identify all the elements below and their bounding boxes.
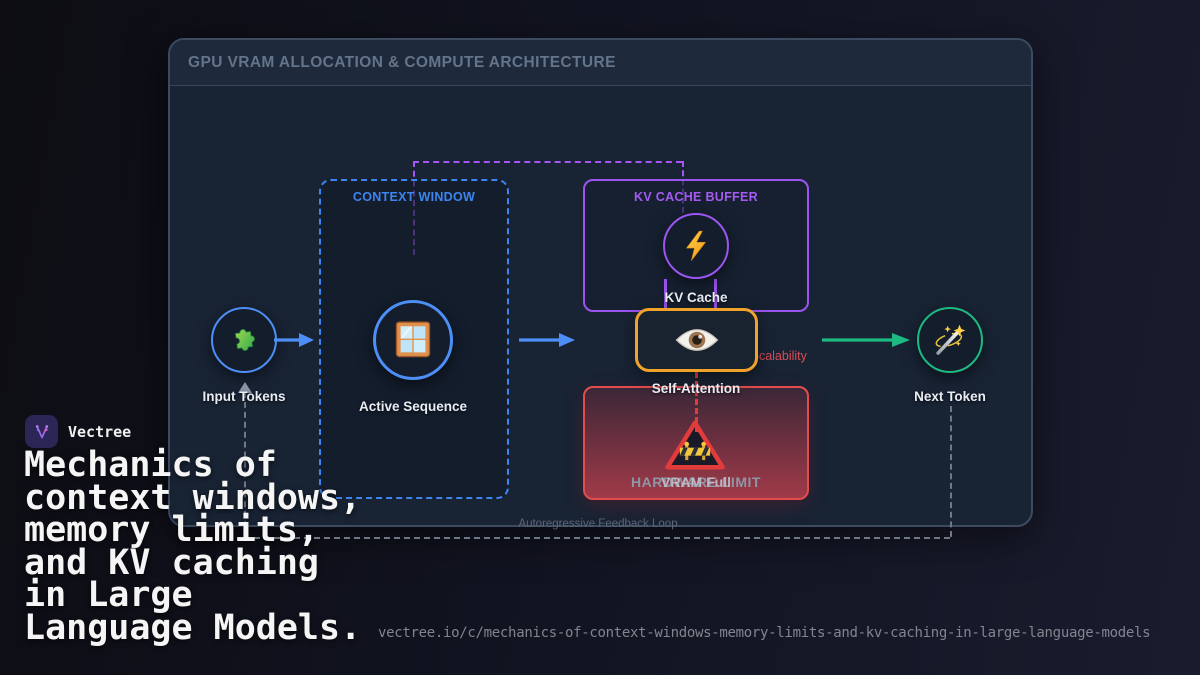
- brand-name: Vectree: [68, 422, 132, 441]
- headline-line: and KV caching: [24, 542, 320, 583]
- architecture-panel: GPU VRAM ALLOCATION & COMPUTE ARCHITECTU…: [168, 38, 1033, 539]
- window-icon: [395, 321, 431, 358]
- arrow-context-to-attention: [519, 333, 575, 347]
- headline: Mechanics of context windows, memory lim…: [24, 445, 362, 648]
- kv-cache-label: KV Cache: [664, 290, 728, 305]
- input-tokens-node: [211, 307, 277, 373]
- next-token-label: Next Token: [914, 389, 986, 404]
- lightning-icon: [685, 230, 707, 262]
- article-url: vectree.io/c/mechanics-of-context-window…: [378, 625, 1151, 641]
- self-attention-label: Self-Attention: [651, 381, 741, 396]
- kv-cache-node: [663, 213, 729, 279]
- kv-cache-buffer-label: KV CACHE BUFFER: [634, 190, 758, 204]
- panel-title: GPU VRAM ALLOCATION & COMPUTE ARCHITECTU…: [188, 53, 616, 71]
- feedback-loop-arrowhead: [238, 382, 252, 393]
- vectree-logo-icon: [35, 424, 48, 438]
- attention-to-hardware-link: [695, 372, 698, 432]
- headline-line: context windows,: [24, 477, 362, 518]
- input-tokens-label: Input Tokens: [202, 389, 286, 404]
- arrow-input-to-context: [274, 333, 314, 347]
- feedback-loop-label: Autoregressive Feedback Loop: [518, 518, 678, 530]
- brand-block: Vectree: [25, 415, 131, 448]
- headline-line: Language Models.: [24, 607, 362, 648]
- active-sequence-node: [373, 300, 453, 380]
- active-sequence-label: Active Sequence: [358, 399, 468, 414]
- hardware-limit-labels: HARDWARE LIMIT VRAM Full: [583, 474, 809, 492]
- kv-to-attention-link-left: [664, 279, 667, 310]
- context-window-label: CONTEXT WINDOW: [352, 190, 476, 204]
- kv-to-attention-link-right: [714, 279, 717, 310]
- headline-line: memory limits,: [24, 510, 320, 550]
- eye-icon: [675, 329, 718, 351]
- arrow-attention-to-next-token: [822, 333, 910, 347]
- feedback-loop-bottom-segment: [244, 537, 950, 539]
- puzzle-icon: [234, 329, 255, 351]
- headline-line: Mechanics of: [24, 445, 277, 485]
- feedback-loop-right-segment: [950, 406, 952, 537]
- hardware-limit-label: HARDWARE LIMIT: [631, 474, 761, 490]
- vram-full-label: VRAM Full: [661, 474, 731, 490]
- connector-context-to-kv-horizontal: [413, 161, 682, 163]
- warning-barrier-icon: [665, 420, 725, 470]
- headline-line: in Large: [24, 575, 193, 615]
- next-token-node: [917, 307, 983, 373]
- self-attention-node: [635, 308, 758, 372]
- vectree-logo: [25, 415, 58, 448]
- feedback-loop-left-segment: [244, 392, 246, 537]
- panel-header: GPU VRAM ALLOCATION & COMPUTE ARCHITECTU…: [170, 40, 1031, 86]
- diagram-area: CONTEXT WINDOW KV CACHE BUFFER HARDWARE …: [170, 86, 1031, 539]
- wand-icon: [935, 324, 966, 355]
